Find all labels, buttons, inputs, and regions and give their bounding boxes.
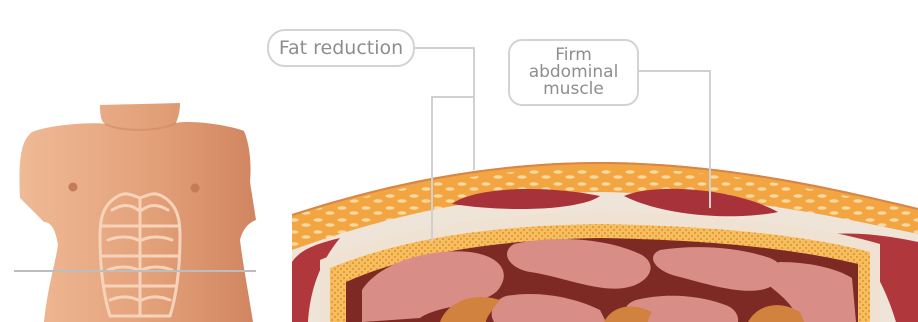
- nipple-right-icon: [191, 184, 200, 193]
- fat-leader-line: [415, 48, 474, 170]
- abdomen-cross-section-icon: [288, 150, 918, 322]
- torso-front-icon: [14, 103, 256, 322]
- firm-muscle-label: Firm abdominal muscle: [508, 39, 639, 106]
- nipple-left-icon: [69, 183, 78, 192]
- fat-reduction-label: Fat reduction: [267, 29, 415, 67]
